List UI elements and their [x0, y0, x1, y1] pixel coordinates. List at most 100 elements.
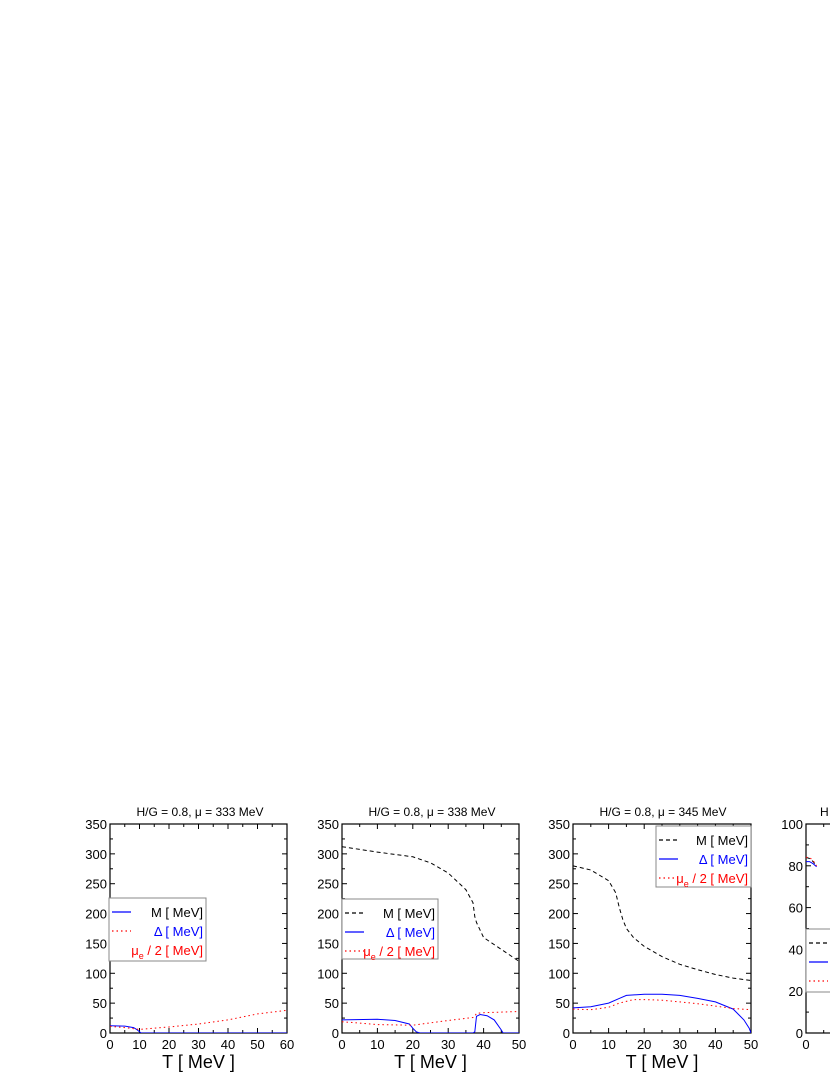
series-line-dashed [806, 856, 817, 867]
y-tick-label: 60 [789, 901, 803, 916]
y-tick-label: 0 [563, 1026, 570, 1041]
legend-label-main: μ [363, 944, 371, 959]
x-tick-label: 0 [569, 1037, 576, 1052]
x-tick-label: 40 [221, 1037, 235, 1052]
legend-label-main: M [ MeV] [383, 906, 435, 921]
legend-label-subscript: e [371, 952, 376, 962]
y-tick-label: 80 [789, 859, 803, 874]
x-tick-label: 20 [637, 1037, 651, 1052]
legend-label: μe / 2 [ MeV] [363, 944, 435, 962]
legend-label: Δ [ MeV] [154, 924, 203, 939]
y-tick-label: 20 [789, 984, 803, 999]
y-tick-label: 200 [548, 907, 570, 922]
legend-box [341, 898, 439, 960]
y-tick-label: 350 [85, 817, 107, 832]
legend-label-main: M [ MeV] [151, 905, 203, 920]
legend-label-main: Δ [ MeV] [699, 852, 748, 867]
chart-title: H [820, 805, 829, 819]
legend-label: M [ MeV] [151, 905, 203, 920]
x-axis-label: T [ MeV ] [626, 1052, 699, 1072]
y-tick-label: 50 [556, 996, 570, 1011]
legend-label-subscript: e [139, 951, 144, 961]
y-tick-label: 250 [548, 877, 570, 892]
y-tick-label: 100 [317, 966, 339, 981]
legend-label: M [ MeV] [696, 833, 748, 848]
y-tick-label: 0 [332, 1026, 339, 1041]
legend-label-main: Δ [ MeV] [386, 925, 435, 940]
x-tick-label: 50 [744, 1037, 758, 1052]
legend [805, 928, 830, 993]
legend-label-rest: / 2 [ MeV] [144, 943, 203, 958]
x-tick-label: 0 [338, 1037, 345, 1052]
x-tick-label: 50 [250, 1037, 264, 1052]
legend-box [805, 928, 830, 993]
y-tick-label: 150 [548, 936, 570, 951]
series-line-solid [342, 1013, 519, 1033]
y-tick-label: 200 [85, 907, 107, 922]
chart-panel-3: H/G = 0.8, μ = 345 MeV050100150200250300… [548, 805, 758, 1072]
x-tick-label: 20 [162, 1037, 176, 1052]
chart-panel-4: H 0 20 40 60 80 100 0 [781, 805, 830, 1052]
y-tick-label: 100 [781, 817, 803, 832]
x-axis-label: T [ MeV ] [162, 1052, 235, 1072]
series-line-dashed [342, 846, 519, 962]
x-tick-label: 10 [601, 1037, 615, 1052]
legend-label: Δ [ MeV] [699, 852, 748, 867]
legend-label-rest: / 2 [ MeV] [376, 944, 435, 959]
y-tick-label: 300 [317, 847, 339, 862]
x-tick-label: 50 [512, 1037, 526, 1052]
y-tick-label: 50 [325, 996, 339, 1011]
y-tick-label: 350 [317, 817, 339, 832]
legend-box [108, 897, 207, 962]
x-tick-label: 10 [132, 1037, 146, 1052]
y-tick-label: 300 [548, 847, 570, 862]
legend: M [ MeV] Δ [ MeV] μe / 2 [ MeV] [655, 825, 752, 889]
legend-label: μe / 2 [ MeV] [676, 871, 748, 889]
legend-label-main: μ [676, 871, 684, 886]
y-tick-label: 300 [85, 847, 107, 862]
chart-title: H/G = 0.8, μ = 338 MeV [369, 805, 496, 819]
chart-title: H/G = 0.8, μ = 345 MeV [600, 805, 727, 819]
chart-panel-1: H/G = 0.8, μ = 333 MeV050100150200250300… [85, 805, 294, 1072]
legend: M [ MeV] Δ [ MeV] μe / 2 [ MeV] [108, 897, 207, 962]
x-tick-label: 30 [191, 1037, 205, 1052]
x-tick-label: 40 [708, 1037, 722, 1052]
x-tick-label: 0 [802, 1037, 809, 1052]
legend-label: μe / 2 [ MeV] [131, 943, 203, 961]
legend-box [655, 825, 752, 888]
legend-label: M [ MeV] [383, 906, 435, 921]
x-axis-label: T [ MeV ] [394, 1052, 467, 1072]
y-tick-label: 40 [789, 942, 803, 957]
series-line-dotted [806, 856, 818, 867]
series-line-dashed [573, 865, 751, 981]
y-tick-label: 350 [548, 817, 570, 832]
legend-label-main: Δ [ MeV] [154, 924, 203, 939]
y-tick-label: 100 [548, 966, 570, 981]
legend-label-main: M [ MeV] [696, 833, 748, 848]
x-tick-label: 30 [673, 1037, 687, 1052]
legend-label-subscript: e [684, 879, 689, 889]
y-tick-label: 250 [317, 877, 339, 892]
x-tick-label: 10 [370, 1037, 384, 1052]
y-tick-label: 0 [100, 1026, 107, 1041]
series-line-dotted [342, 1011, 519, 1026]
y-tick-label: 150 [317, 936, 339, 951]
x-tick-label: 20 [406, 1037, 420, 1052]
legend: M [ MeV] Δ [ MeV] μe / 2 [ MeV] [341, 898, 439, 962]
y-tick-label: 150 [85, 936, 107, 951]
series-line-dotted [110, 1009, 287, 1030]
series-line-solid [110, 1025, 287, 1033]
x-tick-label: 0 [106, 1037, 113, 1052]
y-tick-label: 50 [93, 996, 107, 1011]
y-tick-label: 250 [85, 877, 107, 892]
x-tick-label: 30 [441, 1037, 455, 1052]
series-line-dotted [573, 999, 751, 1011]
y-tick-label: 0 [796, 1026, 803, 1041]
legend-label-main: μ [131, 943, 139, 958]
y-tick-label: 100 [85, 966, 107, 981]
chart-panel-2: H/G = 0.8, μ = 338 MeV050100150200250300… [317, 805, 526, 1072]
chart-title: H/G = 0.8, μ = 333 MeV [137, 805, 264, 819]
legend-label-rest: / 2 [ MeV] [689, 871, 748, 886]
y-tick-label: 200 [317, 907, 339, 922]
